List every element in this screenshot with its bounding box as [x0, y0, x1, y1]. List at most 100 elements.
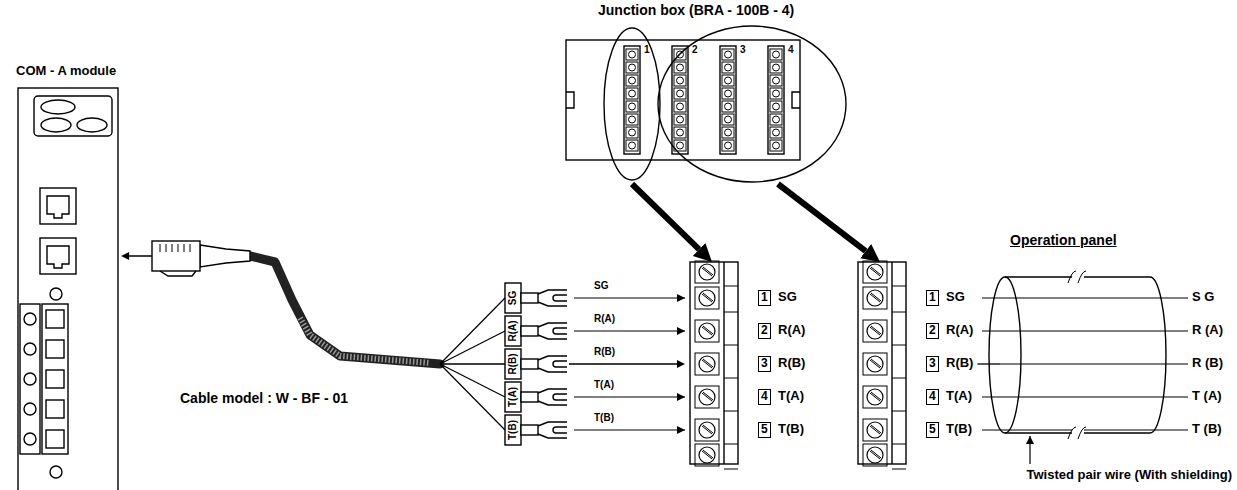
- strip-cell: [626, 140, 638, 151]
- wire: [440, 298, 505, 364]
- terminal-screw: [699, 447, 715, 463]
- panel-wire: [982, 429, 1188, 430]
- status-panel: [34, 96, 112, 136]
- terminal-ground: [521, 321, 569, 341]
- terminal-name: T(B): [778, 422, 804, 437]
- terminal-screw: [699, 422, 715, 438]
- strip-number: 3: [740, 44, 746, 56]
- strip-cell: [770, 140, 782, 151]
- ring-terminal: [538, 290, 567, 306]
- terminal-screw: [867, 323, 883, 339]
- wire-tag-box: [505, 382, 521, 412]
- terminal-cell: [695, 287, 719, 309]
- terminal-cell: [863, 287, 887, 309]
- break-gap: [1072, 427, 1084, 439]
- junction-box: Junction box (BRA - 100B - 4): [560, 2, 860, 184]
- strip-cell: [674, 88, 686, 99]
- screw-slot: [702, 425, 713, 434]
- terminal-cell: [695, 261, 719, 283]
- screw-slot: [870, 392, 881, 401]
- strip-screw: [773, 116, 780, 123]
- strip-screw: [677, 129, 684, 136]
- strip-cell: [674, 62, 686, 73]
- jack-opening: [47, 246, 69, 268]
- strip-screw: [725, 116, 732, 123]
- led-window: [41, 100, 75, 114]
- plug-boot: [200, 245, 250, 267]
- crimp-barrel: [521, 293, 538, 303]
- terminal-screw: [699, 356, 715, 372]
- strip-cell: [674, 127, 686, 138]
- strip-cell: [674, 114, 686, 125]
- terminal-block-box: 1SG2R(A)3R(B)4T(A)5T(B): [686, 262, 809, 464]
- terminal-screw: [867, 290, 883, 306]
- terminal-block: [858, 262, 906, 464]
- strip-cell: [770, 62, 782, 73]
- strip-number: 4: [788, 44, 794, 56]
- terminal-name: R(A): [946, 323, 973, 338]
- wire: [440, 364, 505, 397]
- wire-label: SG: [594, 280, 608, 292]
- strip-cell: [674, 101, 686, 112]
- strip-screw: [677, 64, 684, 71]
- panel-wire: [1000, 363, 1188, 364]
- strip-cell: [626, 101, 638, 112]
- wire-tag: T(B): [507, 420, 519, 440]
- strip-screw: [773, 90, 780, 97]
- screw-slot: [870, 425, 881, 434]
- ring-terminal: [538, 323, 567, 339]
- plug-contact: [190, 244, 191, 252]
- shield-end: [989, 277, 1021, 433]
- block-rib: [724, 286, 738, 287]
- terminal-number: 3: [926, 356, 939, 372]
- strip-cell: [722, 101, 734, 112]
- strip-screw: [677, 90, 684, 97]
- terminal-screw: [867, 264, 883, 280]
- terminal-column: [20, 304, 40, 454]
- strip-screw: [725, 129, 732, 136]
- terminal-screw: [24, 343, 36, 355]
- plug-contact: [166, 244, 167, 252]
- ring-terminal: [538, 422, 567, 438]
- strip-cell: [674, 75, 686, 86]
- panel-terminal-name: T (A): [1192, 389, 1222, 404]
- wire-arrow: [574, 396, 685, 397]
- wire-tag: R(B): [507, 353, 519, 374]
- screw-slot: [870, 359, 881, 368]
- strip-screw: [725, 64, 732, 71]
- highlight-ellipse: [658, 26, 846, 182]
- strip-screw: [629, 90, 636, 97]
- wire-label: T(B): [594, 412, 614, 424]
- terminal-name: SG: [778, 290, 797, 305]
- strip-screw: [677, 103, 684, 110]
- pointer-arrow: [632, 184, 699, 249]
- plug-contact: [172, 244, 173, 252]
- block-rib: [724, 444, 738, 445]
- wire-tag-box: [505, 349, 521, 379]
- strip-cell: [626, 88, 638, 99]
- block-divider: [891, 262, 892, 464]
- strip-cell: [626, 127, 638, 138]
- panel-wire: [982, 330, 1188, 331]
- terminal-ground: [521, 288, 569, 308]
- strip-screw: [677, 77, 684, 84]
- strip-cell: [722, 140, 734, 151]
- strip-cell: [626, 75, 638, 86]
- terminal-slot: [46, 310, 64, 328]
- screw-slot: [702, 293, 713, 302]
- strip-screw: [629, 142, 636, 149]
- strip-cell: [626, 62, 638, 73]
- strip-screw: [725, 90, 732, 97]
- terminal-cell: [695, 353, 719, 375]
- strip-cell: [770, 75, 782, 86]
- strip-cell: [770, 88, 782, 99]
- terminal-strip: [720, 46, 736, 154]
- terminal-ground: [521, 387, 569, 407]
- led-window: [77, 118, 107, 132]
- strip-screw: [629, 103, 636, 110]
- terminal-cell: [863, 320, 887, 342]
- terminal-column: [42, 304, 68, 454]
- terminal-ground: [521, 354, 569, 374]
